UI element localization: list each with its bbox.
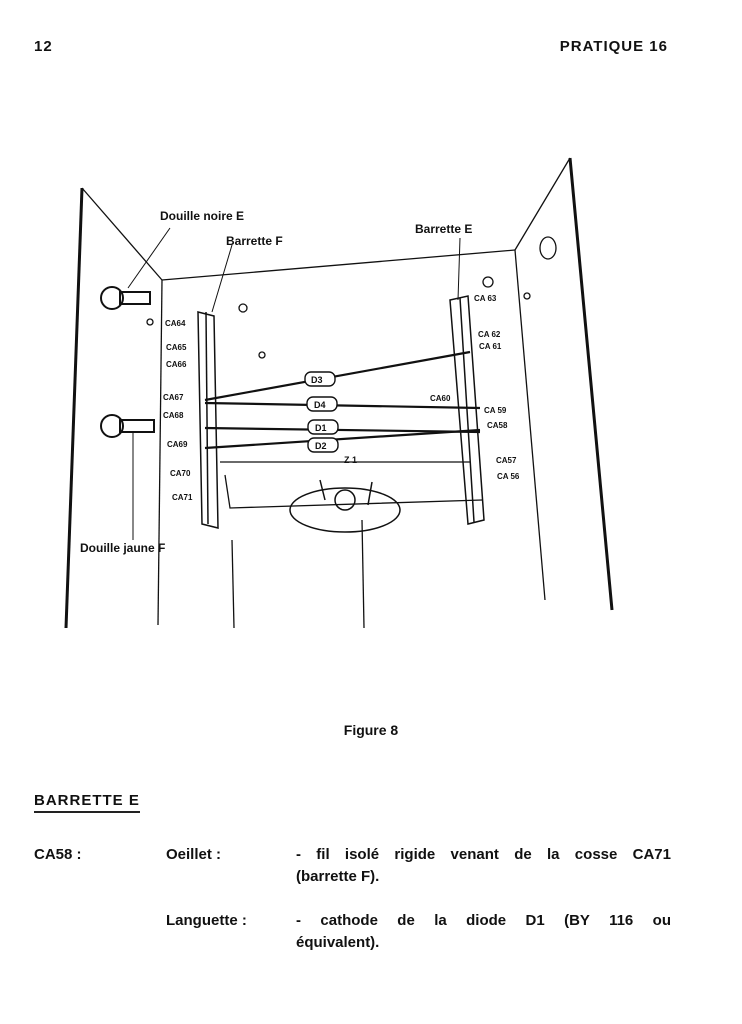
diode-label: D3 — [311, 375, 323, 385]
barrette-f — [197, 311, 219, 529]
lug-label: CA 59 — [484, 406, 507, 415]
label-barrette-e: Barrette E — [415, 222, 472, 236]
page-number: 12 — [34, 38, 53, 55]
figure-caption: Figure 8 — [343, 722, 399, 738]
diode-label: D1 — [315, 423, 327, 433]
lug-label: CA 62 — [478, 330, 501, 339]
entry-desc: - fil isolé rigide venant de la cosse CA… — [296, 846, 671, 863]
lug-label: CA58 — [487, 421, 508, 430]
entry-desc: équivalent). — [296, 934, 380, 951]
entry-term: Languette : — [166, 912, 247, 929]
figure-8-drawing: D3 D4 D1 D2 Z 1 Douille noire E Barrette… — [64, 157, 614, 629]
lug-label: CA 63 — [474, 294, 497, 303]
chassis — [64, 157, 614, 629]
lug-label: CA64 — [165, 319, 186, 328]
z1-label: Z 1 — [344, 455, 357, 465]
entry-term: Oeillet : — [166, 846, 222, 863]
lug-label: CA60 — [430, 394, 451, 403]
diodes — [304, 371, 339, 453]
barrette-e — [449, 295, 485, 525]
lug-label: CA67 — [163, 393, 184, 402]
lug-label: CA71 — [172, 493, 193, 502]
douille-jaune-icon — [100, 414, 155, 438]
lug-label: CA65 — [166, 343, 187, 352]
lug-label: CA 56 — [497, 472, 520, 481]
douille-noire-icon — [100, 286, 151, 310]
right-lug-labels: CA 63 CA 62 CA 61 CA60 CA 59 CA58 CA57 C… — [430, 294, 520, 481]
diode-label: D4 — [314, 400, 326, 410]
z1-component — [289, 479, 401, 533]
entry-desc: - cathode de la diode D1 (BY 116 ou — [296, 912, 671, 929]
diode-label: D2 — [315, 441, 327, 451]
lug-label: CA57 — [496, 456, 517, 465]
lug-label: CA66 — [166, 360, 187, 369]
lug-label: CA69 — [167, 440, 188, 449]
entry-ref: CA58 : — [34, 846, 82, 863]
lug-label: CA68 — [163, 411, 184, 420]
label-douille-jaune: Douille jaune F — [80, 541, 165, 555]
lug-label: CA 61 — [479, 342, 502, 351]
label-barrette-f: Barrette F — [226, 234, 283, 248]
chassis-inner — [81, 157, 571, 629]
wires — [204, 350, 483, 509]
running-title: PRATIQUE 16 — [559, 38, 668, 55]
lug-label: CA70 — [170, 469, 191, 478]
entry-desc: (barrette F). — [296, 868, 380, 885]
section-heading: BARRETTE E — [34, 792, 140, 813]
label-douille-noire: Douille noire E — [160, 209, 244, 223]
left-lug-labels: CA64 CA65 CA66 CA67 CA68 CA69 CA70 CA71 — [163, 319, 193, 502]
